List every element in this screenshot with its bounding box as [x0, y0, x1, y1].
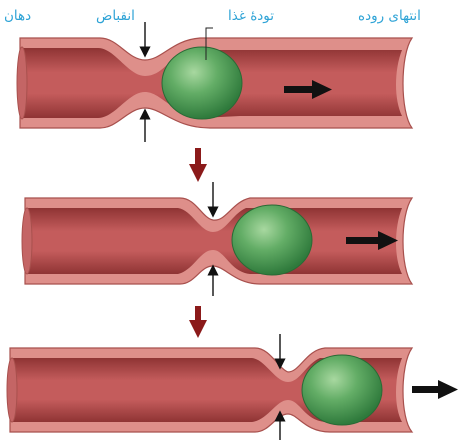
step-arrow-icon — [189, 148, 207, 182]
tube-opening-left — [17, 47, 27, 119]
stage-2 — [22, 182, 412, 296]
food-bolus — [162, 47, 242, 119]
label-contraction: انقباض — [96, 8, 135, 24]
label-intestine-end: انتهای روده — [358, 8, 421, 24]
label-food-bolus: تودهٔ غذا — [228, 8, 274, 24]
tube-opening-left — [7, 358, 17, 422]
step-arrow-icon — [189, 306, 207, 338]
food-bolus — [232, 205, 312, 275]
food-bolus — [302, 355, 382, 425]
label-mouth: دهان — [4, 8, 31, 24]
stage-3 — [7, 334, 458, 440]
tube-opening-left — [22, 208, 32, 274]
motion-arrow-icon — [412, 380, 458, 399]
stage-1 — [17, 22, 412, 142]
